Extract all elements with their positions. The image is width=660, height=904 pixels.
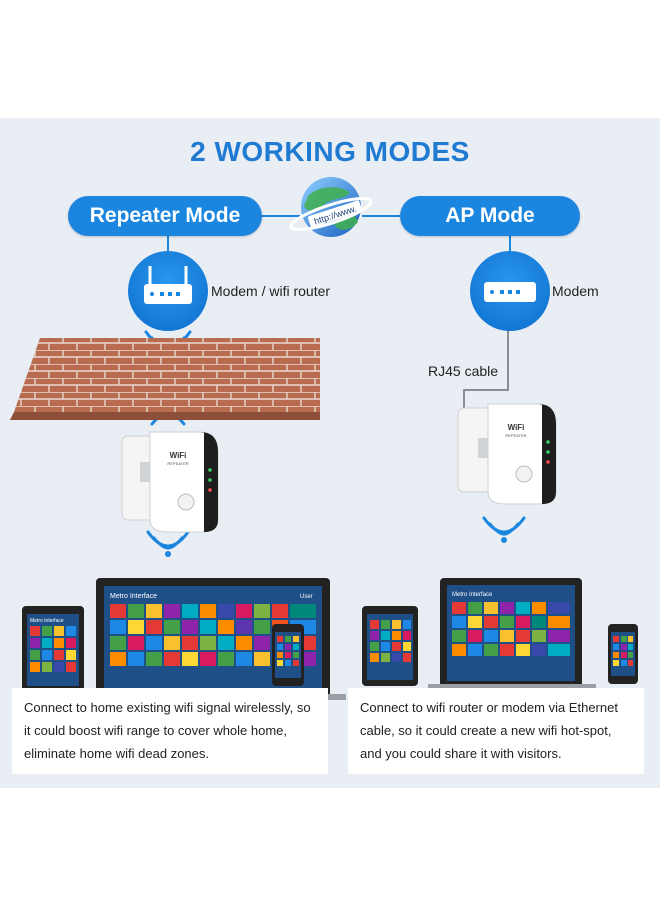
page-title: 2 WORKING MODES: [190, 136, 470, 167]
ap-device: WiFi REPEATER: [457, 403, 557, 505]
modem-router-icon: [128, 251, 208, 331]
modem-icon: [470, 251, 550, 331]
brick-wall: [10, 338, 320, 420]
device-subtitle: REPEATER: [167, 461, 188, 466]
rj45-cable-label: RJ45 cable: [428, 363, 499, 379]
repeater-router-label: Modem / wifi router: [211, 283, 331, 299]
repeater-device: WiFi REPEATER: [121, 431, 219, 533]
ap-mode-label: AP Mode: [400, 196, 580, 236]
ap-modem-label: Modem: [552, 283, 599, 299]
repeater-description: Connect to home existing wifi signal wir…: [12, 688, 328, 774]
device-subtitle: REPEATER: [505, 433, 526, 438]
screen-title: Metro Interface: [452, 592, 493, 598]
repeater-mode-label: Repeater Mode: [68, 196, 262, 236]
tablet-screen-title: Metro Interface: [30, 618, 64, 624]
left-devices: Metro Interface User Metro Interface: [22, 578, 346, 700]
screen-user: User: [300, 594, 313, 600]
device-brand: WiFi: [170, 451, 187, 460]
device-brand: WiFi: [508, 423, 525, 432]
globe-icon: http://www.: [289, 177, 373, 237]
screen-title: Metro Interface: [110, 593, 157, 600]
ap-description: Connect to wifi router or modem via Ethe…: [348, 688, 644, 774]
right-devices: Metro Interface: [362, 578, 638, 689]
